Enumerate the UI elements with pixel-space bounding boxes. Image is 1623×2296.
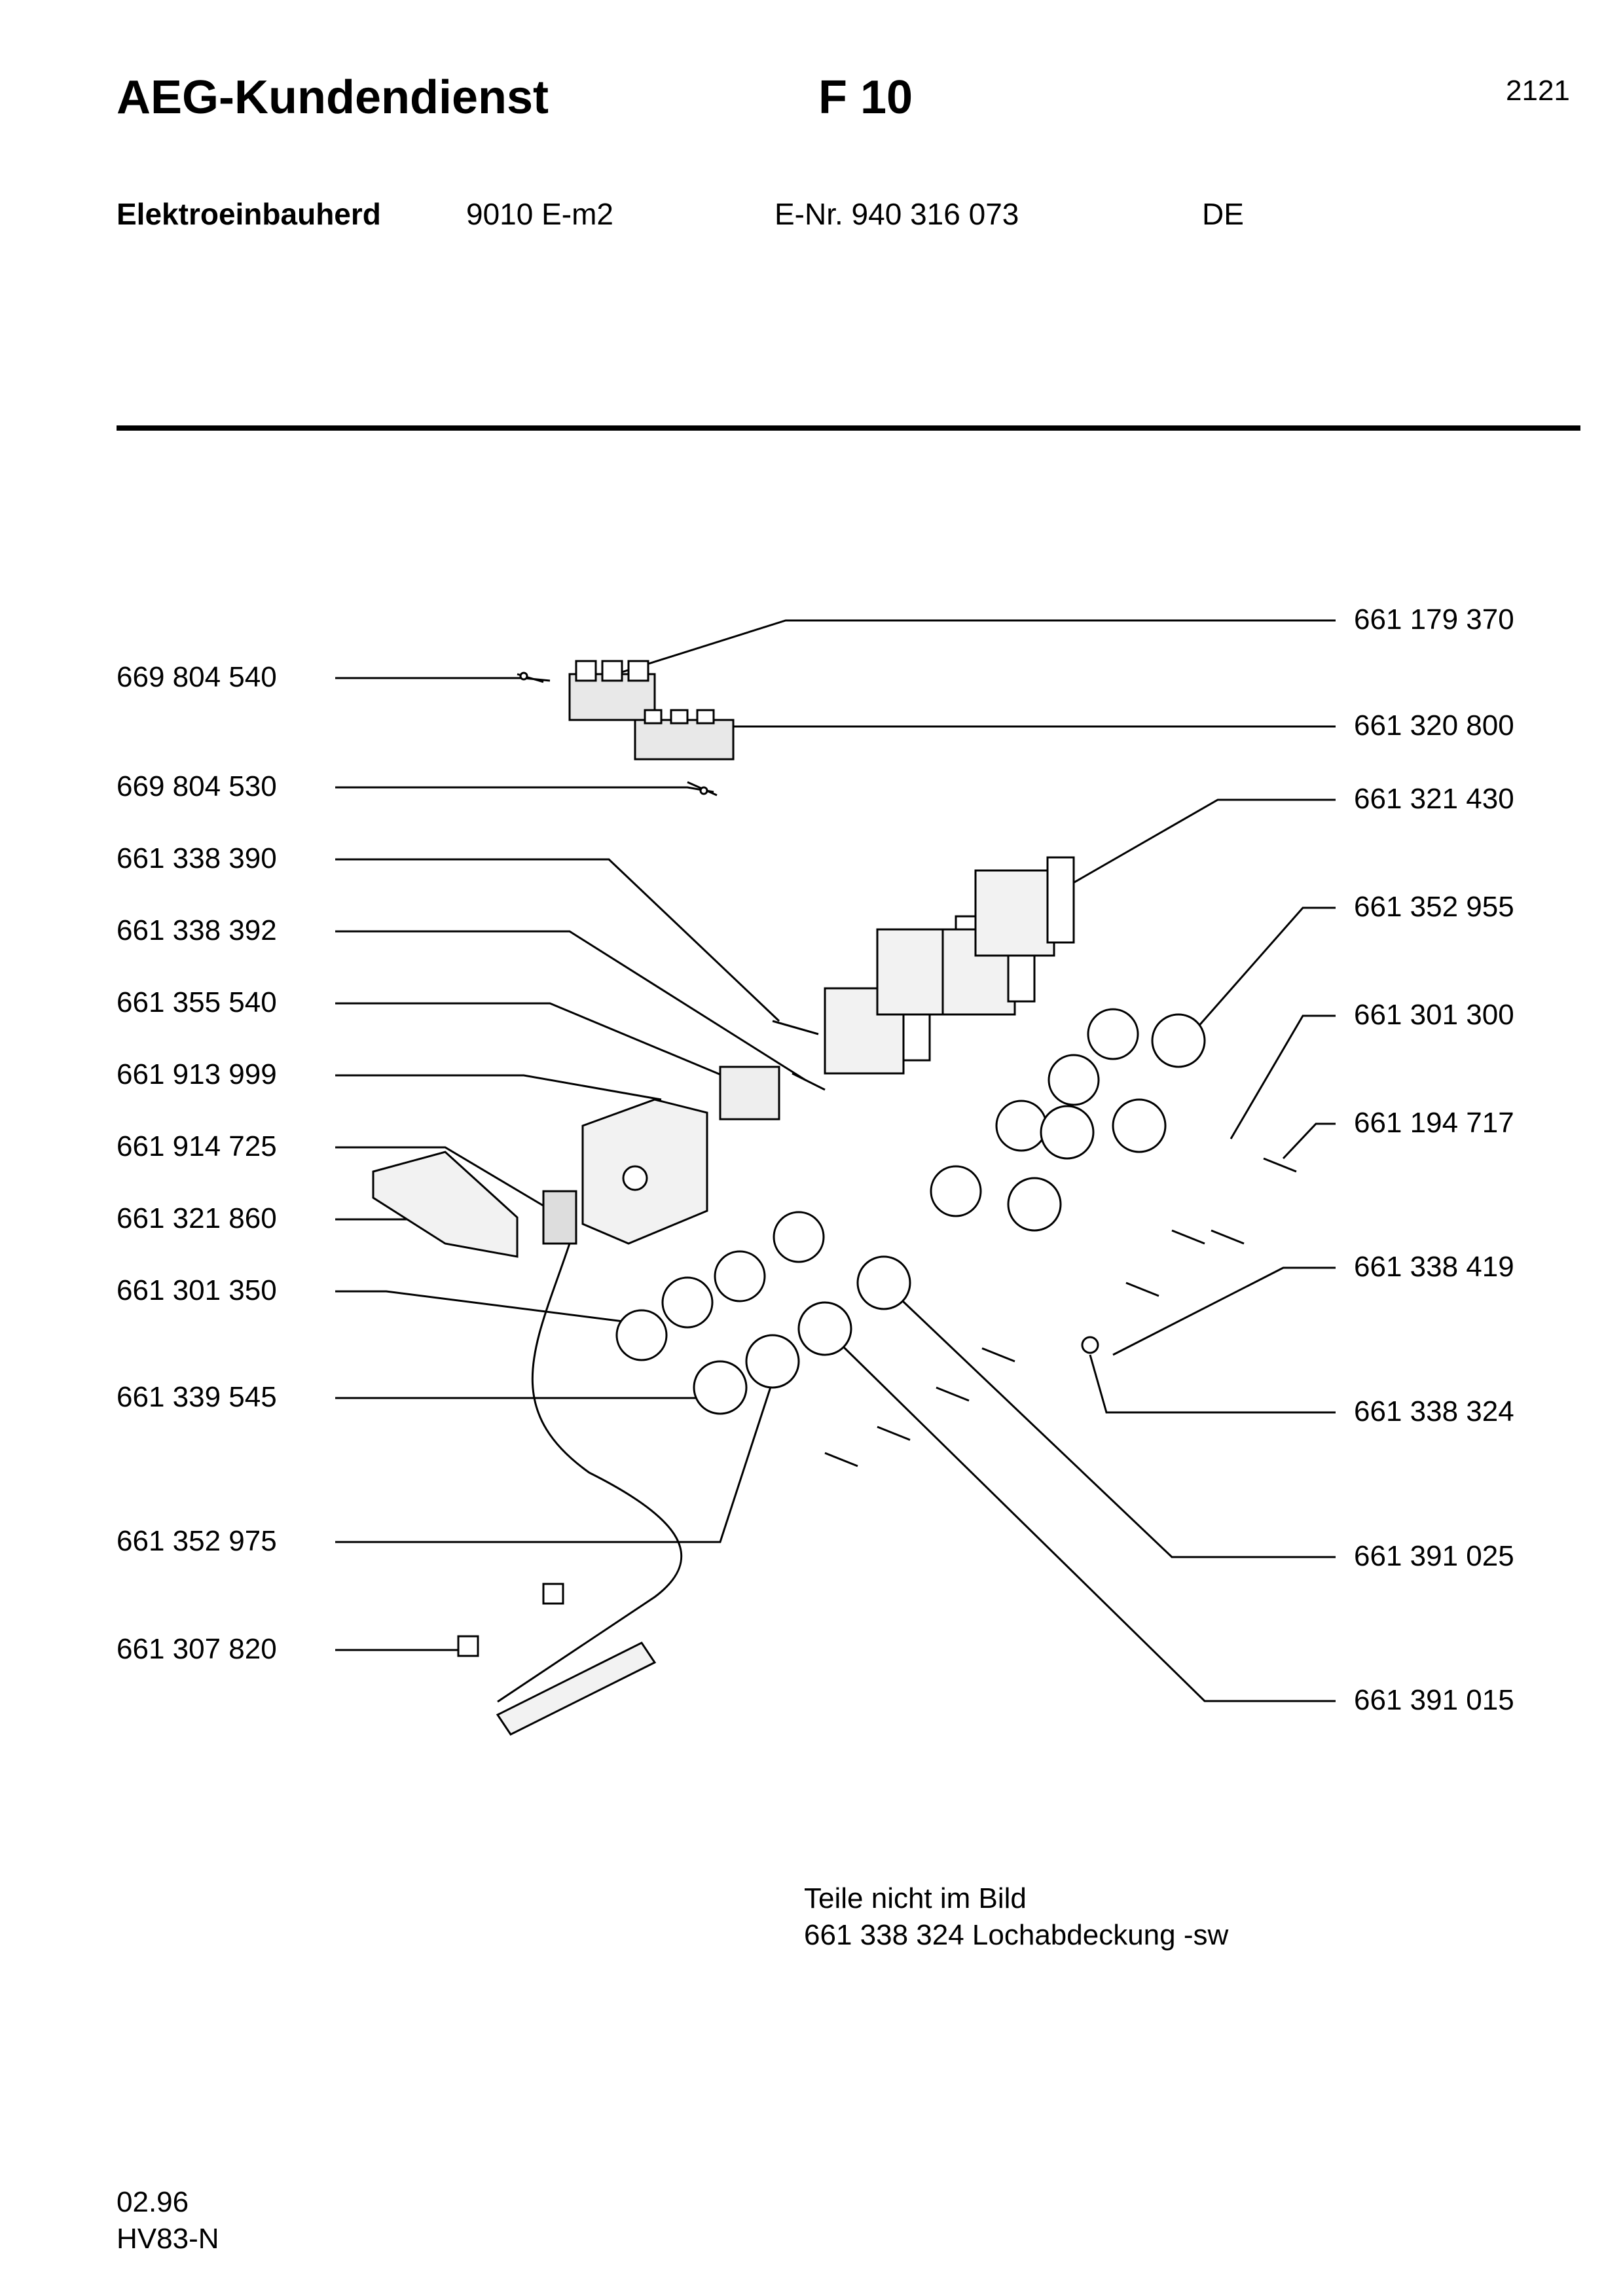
leader-661321430	[1060, 798, 1336, 891]
header-rule	[117, 425, 1580, 431]
part-number-label: 661 352 975	[117, 1525, 277, 1557]
hole-cover-661338324	[1081, 1336, 1099, 1354]
leader-661352955	[1190, 906, 1336, 1035]
part-number-label: 661 179 370	[1354, 603, 1514, 636]
terminal-block-upper	[568, 660, 656, 721]
part-sketches	[372, 660, 1297, 1736]
notes-item: 661 338 324 Lochabdeckung -sw	[804, 1919, 1229, 1951]
footer-date: 02.96	[117, 2186, 189, 2218]
pin-661338392	[792, 1072, 826, 1091]
leader-661355540	[335, 1002, 734, 1081]
part-number-label: 661 391 015	[1354, 1684, 1514, 1716]
model-title: F 10	[818, 71, 913, 124]
probe-holder-661307820	[457, 1583, 657, 1736]
part-number-label: 661 338 390	[117, 842, 277, 874]
part-number-label: 661 320 800	[1354, 709, 1514, 742]
leader-661338392	[335, 930, 806, 1081]
part-number-label: 661 355 540	[117, 986, 277, 1018]
part-number-label: 661 307 820	[117, 1633, 277, 1665]
terminal-strip-661321860	[372, 1151, 519, 1258]
leader-661194717	[1282, 1122, 1336, 1160]
small-pin-upper	[517, 672, 544, 683]
part-number-label: 661 338 419	[1354, 1251, 1514, 1283]
terminal-block-lower	[634, 709, 735, 761]
knob-shafts	[824, 1157, 1297, 1467]
part-number-label: 661 338 324	[1354, 1395, 1514, 1427]
leader-661914725	[335, 1146, 564, 1219]
leader-661338324	[1089, 1354, 1336, 1414]
leader-661179370	[615, 619, 1336, 675]
part-number-label: 661 339 545	[117, 1381, 277, 1413]
leader-661301300	[1230, 1014, 1336, 1139]
footer-code: HV83-N	[117, 2223, 219, 2255]
part-number-label: 661 301 350	[117, 1274, 277, 1306]
part-number-label: 661 338 392	[117, 914, 277, 946]
page-number: 2121	[1506, 75, 1570, 107]
leader-661913999	[335, 1074, 662, 1101]
leader-661301350	[335, 1290, 629, 1323]
main-switch-unit	[581, 1098, 708, 1245]
leader-669804530	[335, 786, 714, 793]
part-number-label: 669 804 530	[117, 770, 277, 802]
capillary-tube	[497, 1243, 683, 1703]
part-number-label: 661 391 025	[1354, 1540, 1514, 1572]
leader-661391015	[830, 1334, 1336, 1702]
leader-661338419	[1112, 1266, 1336, 1356]
knob-discs	[693, 1013, 1206, 1415]
knob-holders	[615, 1008, 1139, 1361]
product-enr: E-Nr. 940 316 073	[775, 197, 1019, 231]
part-number-label: 661 301 300	[1354, 999, 1514, 1031]
switch-box-4	[974, 856, 1075, 957]
leader-lines	[335, 619, 1336, 1702]
leader-661338390	[335, 858, 780, 1022]
part-number-label: 661 321 430	[1354, 783, 1514, 815]
leader-661391025	[889, 1288, 1336, 1558]
leader-661320800	[680, 725, 1336, 734]
pilot-lamp-661914725	[542, 1190, 577, 1245]
product-type: Elektroeinbauherd	[117, 197, 381, 231]
part-number-label: 661 194 717	[1354, 1107, 1514, 1139]
relay-661355540	[719, 1066, 780, 1121]
brand-title: AEG-Kundendienst	[117, 71, 549, 124]
small-pin-lower	[687, 781, 718, 797]
leader-669804540	[335, 677, 551, 682]
part-number-label: 661 321 860	[117, 1202, 277, 1234]
product-country: DE	[1202, 197, 1244, 231]
part-number-label: 661 914 725	[117, 1130, 277, 1162]
notes-heading: Teile nicht im Bild	[804, 1882, 1027, 1914]
pin-661338390	[772, 1020, 819, 1035]
part-number-label: 669 804 540	[117, 661, 277, 693]
leader-661352975	[335, 1380, 774, 1543]
product-variant: 9010 E-m2	[466, 197, 614, 231]
part-number-label: 661 913 999	[117, 1058, 277, 1090]
part-number-label: 661 352 955	[1354, 891, 1514, 923]
